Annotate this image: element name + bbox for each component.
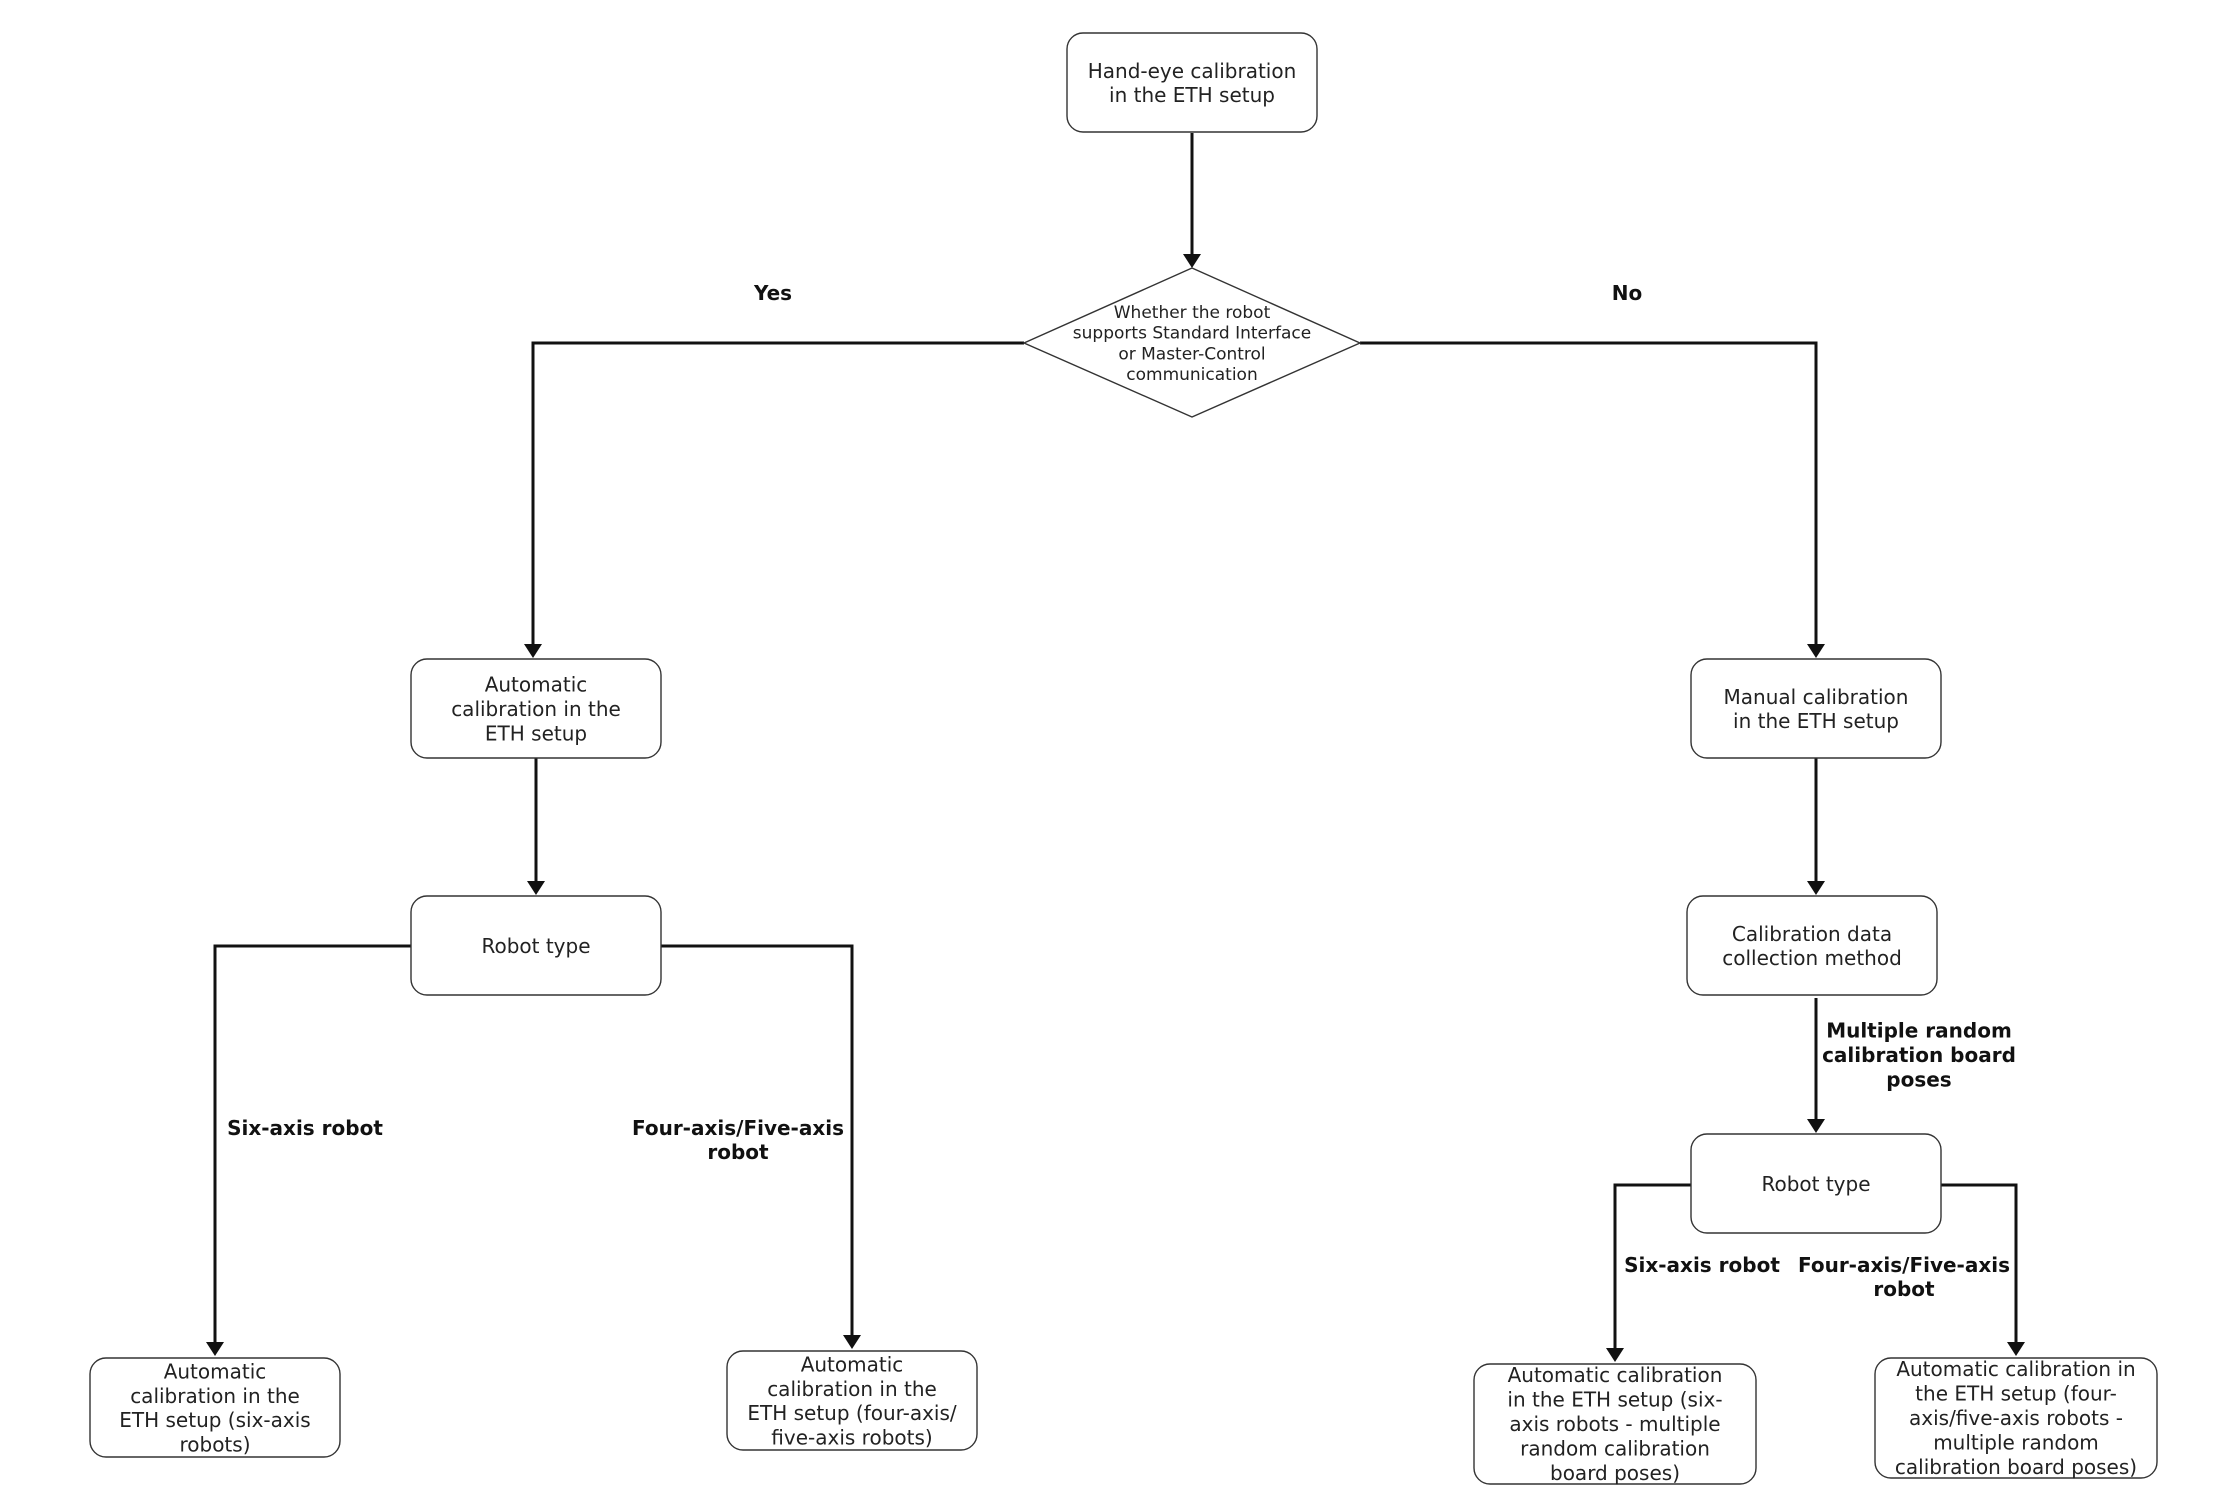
label-line: robot — [1873, 1277, 1935, 1301]
arrowhead — [1807, 1119, 1825, 1133]
edge-label-yes: Yes — [753, 281, 792, 305]
label-line: supports Standard Interface — [1073, 324, 1311, 344]
arrowhead — [1606, 1348, 1624, 1362]
label-line: Automatic calibration in — [1896, 1357, 2135, 1381]
arrowhead — [524, 644, 542, 658]
label-line: Six-axis robot — [227, 1116, 383, 1140]
arrowhead — [843, 1335, 861, 1349]
label-line: random calibration — [1520, 1436, 1710, 1460]
label-line: calibration board poses) — [1895, 1455, 2137, 1479]
arrowhead — [1807, 644, 1825, 658]
label-line: multiple random — [1933, 1430, 2099, 1454]
label-line: the ETH setup (four- — [1915, 1382, 2117, 1406]
edge-robot-type-four-five-left — [661, 944, 854, 1336]
label-line: ETH setup (four-axis/ — [747, 1401, 957, 1425]
edge-robot-type-six-left — [213, 944, 411, 1343]
node-label: Robot type — [481, 934, 590, 958]
label-line: calibration board — [1822, 1043, 2016, 1067]
label-line: calibration in the — [767, 1377, 937, 1401]
label-line: or Master-Control — [1118, 344, 1265, 364]
label-line: axis/five-axis robots - — [1909, 1406, 2123, 1430]
label-line: poses — [1886, 1067, 1951, 1091]
label-line: communication — [1126, 365, 1257, 385]
edge-labels: Yes No Six-axis robot Four-axis/Five-axi… — [227, 281, 2016, 1301]
edge-decision-no — [1360, 341, 1818, 645]
label-line: Automatic — [801, 1352, 904, 1376]
label-line: collection method — [1722, 946, 1902, 970]
label-line: robot — [707, 1140, 769, 1164]
connectors — [206, 133, 2025, 1362]
label-line: Manual calibration — [1724, 685, 1909, 709]
label-line: Multiple random — [1826, 1019, 2012, 1043]
node-robot-type-left: Robot type — [410, 895, 662, 996]
edge-label-six-axis-left: Six-axis robot — [227, 1116, 383, 1140]
label-line: Four-axis/Five-axis — [632, 1116, 844, 1140]
arrowhead — [527, 881, 545, 895]
label-line: in the ETH setup (six- — [1507, 1388, 1722, 1412]
edge-label-no: No — [1612, 281, 1642, 305]
arrowhead — [206, 1342, 224, 1356]
label-line: calibration in the — [130, 1384, 300, 1408]
label-line: Robot type — [481, 934, 590, 958]
label-line: Automatic calibration — [1508, 1363, 1723, 1387]
label-line: Four-axis/Five-axis — [1798, 1253, 2010, 1277]
label-line: board poses) — [1550, 1461, 1680, 1485]
label-line: robots) — [179, 1433, 250, 1457]
label-line: ETH setup (six-axis — [119, 1408, 310, 1432]
edge-robot-type-four-five-right — [1941, 1183, 2018, 1343]
label-line: five-axis robots) — [771, 1426, 932, 1450]
node-label: Robot type — [1761, 1172, 1870, 1196]
label-line: Calibration data — [1732, 922, 1892, 946]
label-line: No — [1612, 281, 1642, 305]
arrowhead — [1807, 881, 1825, 895]
label-line: Hand-eye calibration — [1088, 59, 1297, 83]
label-line: ETH setup — [485, 721, 587, 745]
label-line: axis robots - multiple — [1509, 1412, 1720, 1436]
node-robot-type-right: Robot type — [1690, 1133, 1942, 1234]
label-line: calibration in the — [451, 697, 621, 721]
edge-robot-type-six-right — [1613, 1183, 1691, 1349]
label-line: Robot type — [1761, 1172, 1870, 1196]
edge-decision-yes — [531, 341, 1024, 645]
label-line: in the ETH setup — [1733, 709, 1899, 733]
edge-label-six-axis-right: Six-axis robot — [1624, 1253, 1780, 1277]
label-line: in the ETH setup — [1109, 83, 1275, 107]
arrowhead — [1183, 254, 1201, 268]
label-line: Yes — [753, 281, 792, 305]
label-line: Automatic — [485, 673, 588, 697]
label-line: Six-axis robot — [1624, 1253, 1780, 1277]
arrowhead — [2007, 1342, 2025, 1356]
label-line: Whether the robot — [1114, 303, 1271, 323]
label-line: Automatic — [164, 1359, 267, 1383]
